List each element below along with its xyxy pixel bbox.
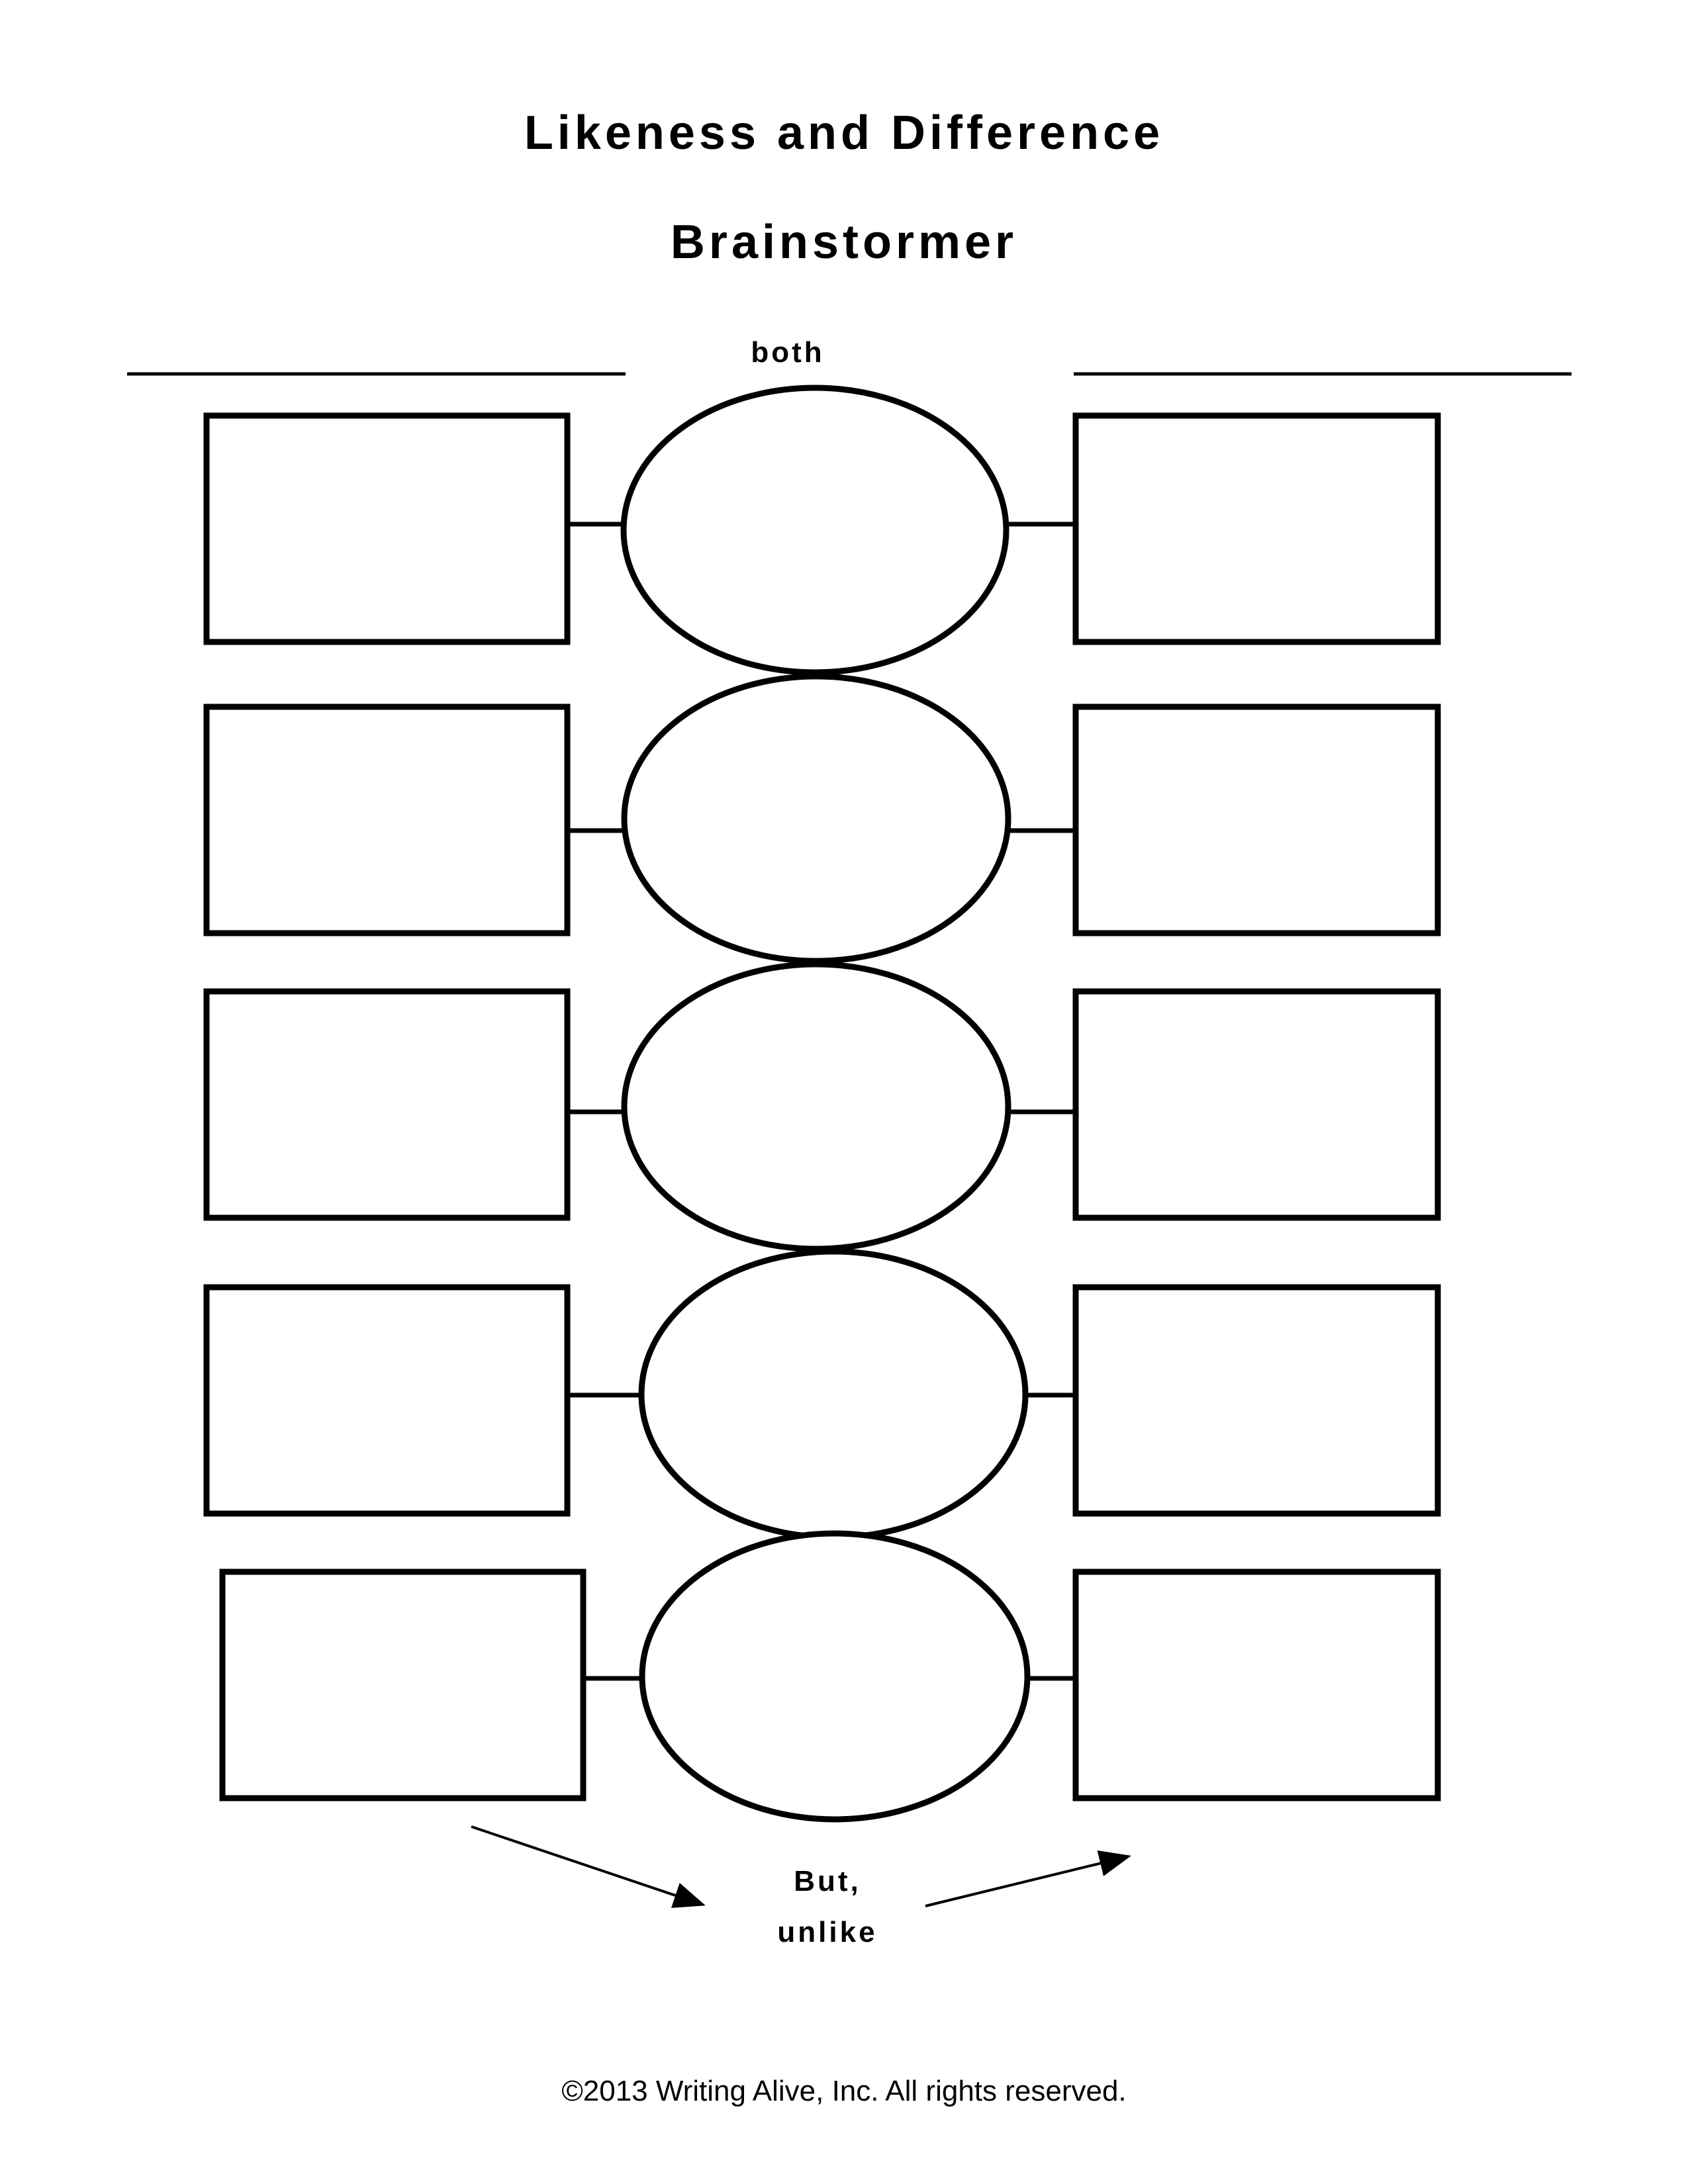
right-box-1[interactable]: [1072, 412, 1441, 645]
left-box-5[interactable]: [219, 1569, 586, 1801]
but-label: But,: [794, 1865, 861, 1897]
left-box-1[interactable]: [203, 412, 571, 645]
page-subtitle: Brainstormer: [670, 216, 1018, 269]
right-box-5[interactable]: [1072, 1569, 1441, 1801]
left-box-3[interactable]: [203, 988, 571, 1221]
page-title: Likeness and Difference: [524, 107, 1164, 159]
both-oval-5[interactable]: [639, 1530, 1031, 1823]
left-box-4[interactable]: [203, 1284, 571, 1517]
both-oval-4[interactable]: [638, 1248, 1029, 1541]
both-oval-2[interactable]: [621, 673, 1011, 964]
right-box-2[interactable]: [1072, 704, 1441, 936]
right-box-4[interactable]: [1072, 1284, 1441, 1517]
both-oval-1[interactable]: [620, 385, 1009, 676]
unlike-label: unlike: [777, 1916, 878, 1948]
copyright-footer: ©2013 Writing Alive, Inc. All rights res…: [561, 2075, 1127, 2107]
right-arrow: [925, 1850, 1131, 1907]
left-arrow: [471, 1825, 706, 1908]
both-label: both: [751, 336, 825, 369]
right-box-3[interactable]: [1072, 988, 1441, 1221]
both-oval-3[interactable]: [621, 961, 1011, 1252]
left-box-2[interactable]: [203, 704, 571, 936]
